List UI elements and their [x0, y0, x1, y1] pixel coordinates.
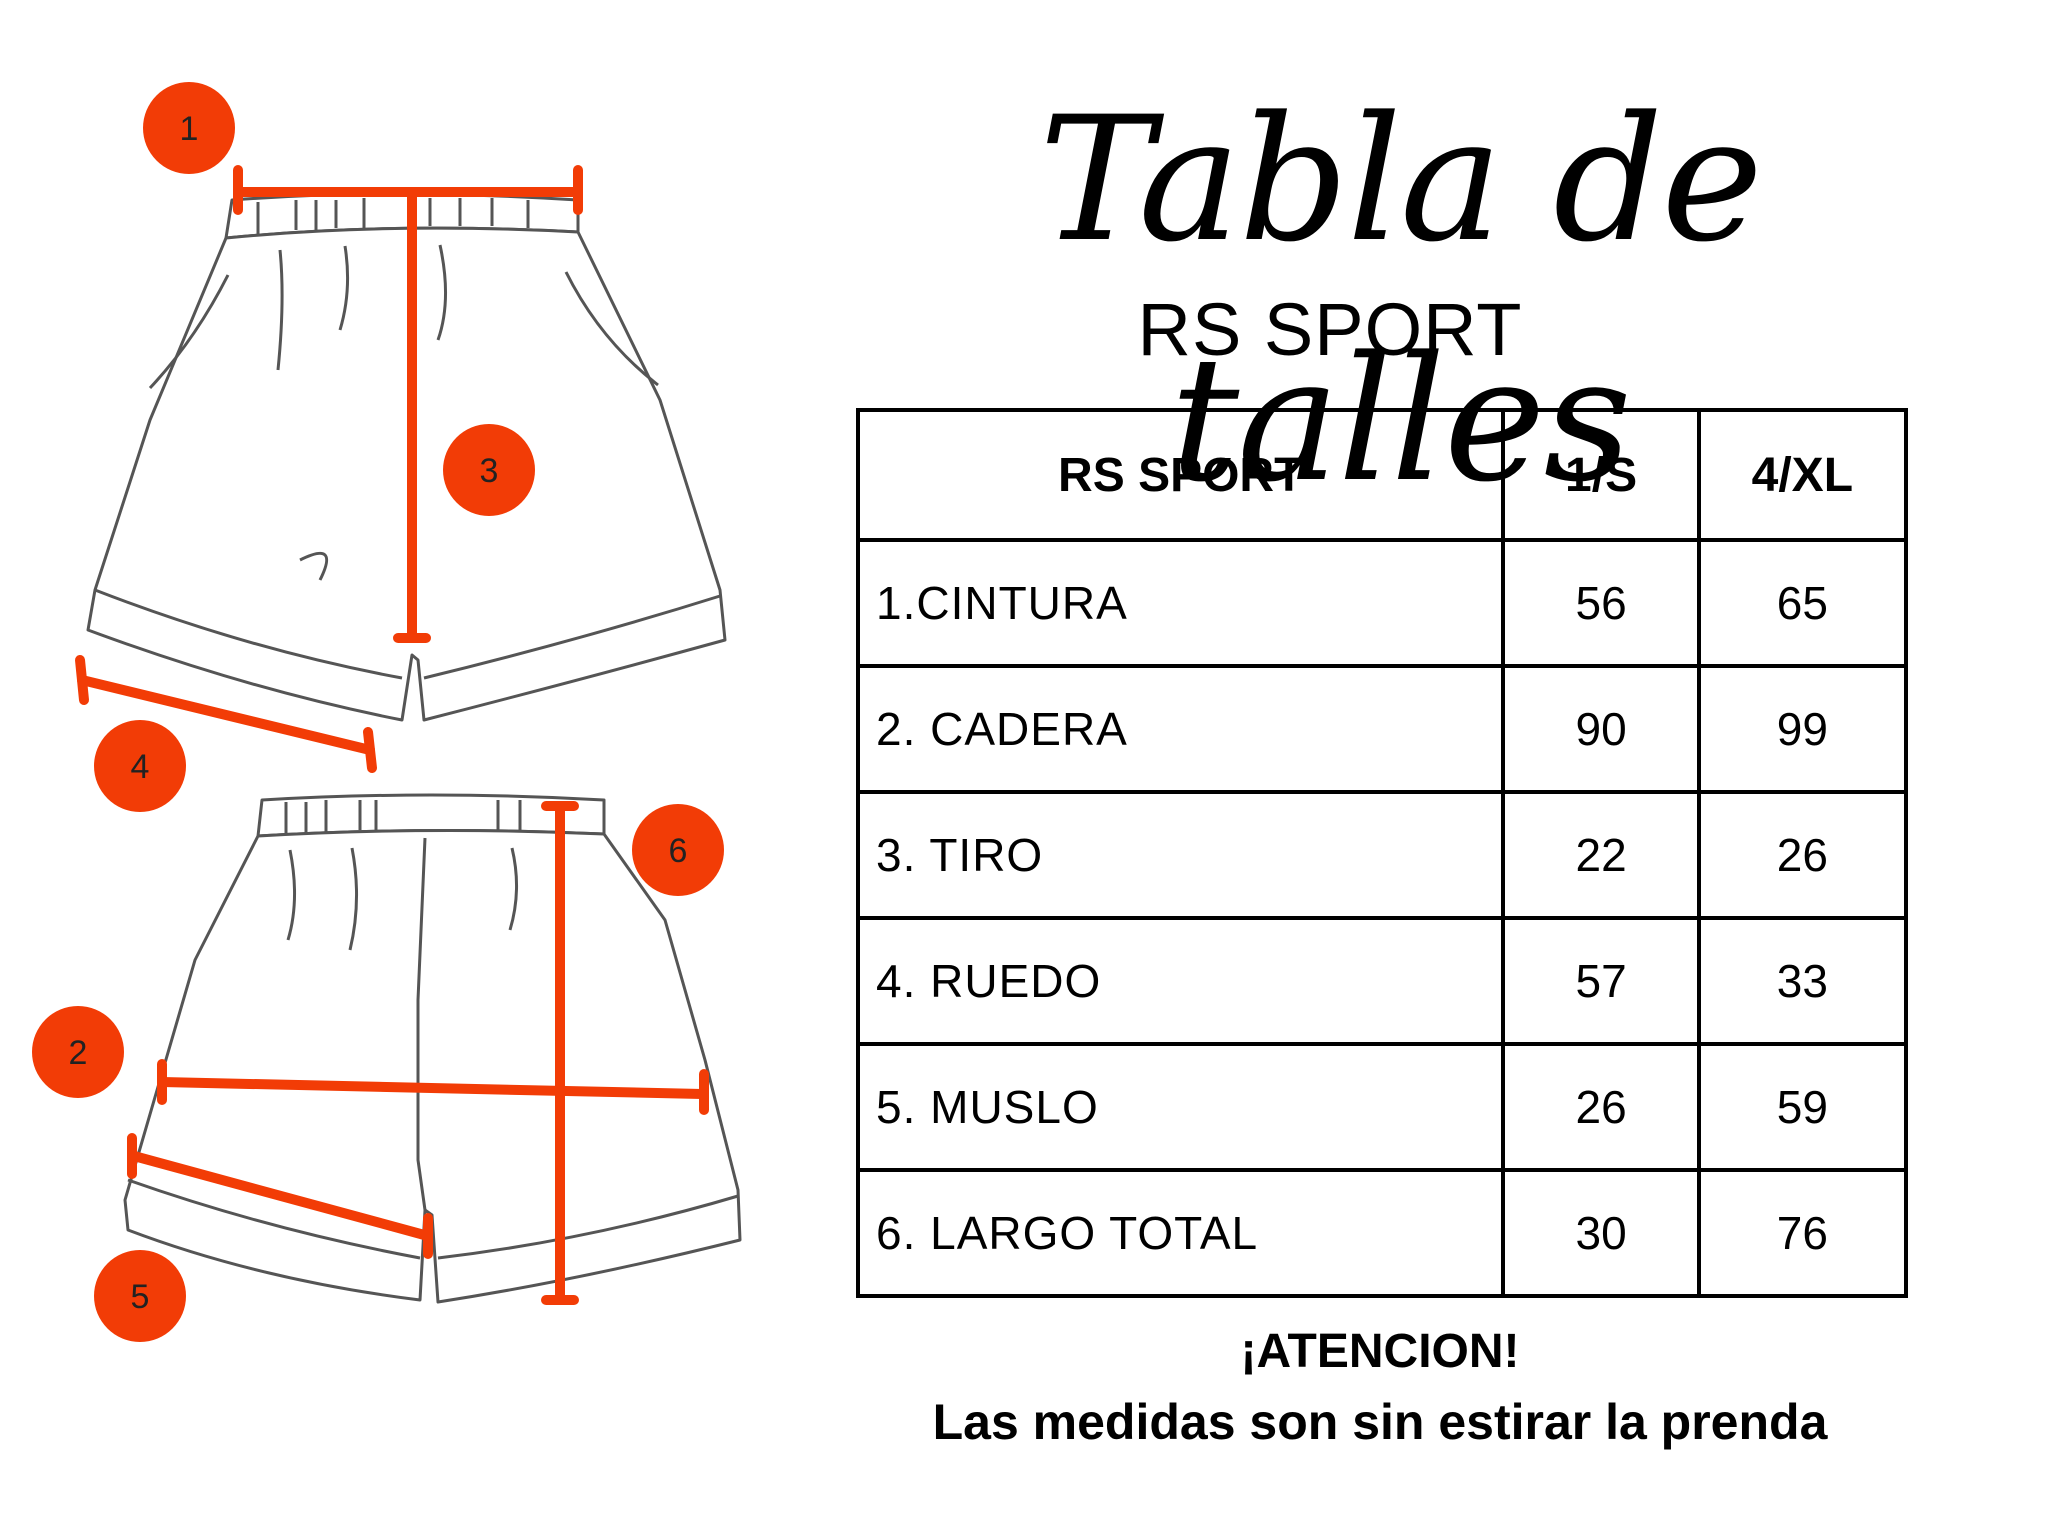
- table-row: 4. RUEDO 57 33: [855, 916, 1909, 1046]
- front-shorts-drawing: [86, 192, 727, 722]
- notice-text: Las medidas son sin estirar la prenda: [932, 1394, 1828, 1450]
- measure-label: 4. RUEDO: [855, 916, 1506, 1046]
- table-header-row: RS SPORT 1/S 4/XL: [855, 408, 1909, 542]
- table-header-size-s: 1/S: [1501, 408, 1701, 542]
- value-xl: 76: [1696, 1168, 1909, 1298]
- marker-4-badge: 4: [94, 720, 186, 812]
- measure-label: 5. MUSLO: [855, 1042, 1506, 1172]
- svg-text:3: 3: [480, 452, 499, 490]
- svg-text:1: 1: [180, 110, 199, 148]
- svg-text:6: 6: [669, 832, 688, 870]
- table-row: 2. CADERA 90 99: [855, 664, 1909, 794]
- measurement-lines: [75, 165, 709, 1305]
- marker-2-badge: 2: [32, 1006, 124, 1098]
- table-row: 3. TIRO 22 26: [855, 790, 1909, 920]
- measure-label: 2. CADERA: [855, 664, 1506, 794]
- measure-label: 6. LARGO TOTAL: [855, 1168, 1506, 1298]
- notice-heading: ¡ATENCION!: [1240, 1325, 1520, 1378]
- value-xl: 59: [1696, 1042, 1909, 1172]
- value-s: 90: [1501, 664, 1701, 794]
- measure-label: 1.CINTURA: [855, 538, 1506, 668]
- svg-text:4: 4: [131, 748, 150, 786]
- brand-subtitle: RS SPORT: [1137, 288, 1523, 371]
- value-xl: 33: [1696, 916, 1909, 1046]
- marker-badges: 1 3 4 6 2 5: [32, 82, 724, 1342]
- back-shorts-drawing: [123, 793, 742, 1304]
- marker-1-badge: 1: [143, 82, 235, 174]
- measure-label: 3. TIRO: [855, 790, 1506, 920]
- value-s: 57: [1501, 916, 1701, 1046]
- value-s: 26: [1501, 1042, 1701, 1172]
- size-table: RS SPORT 1/S 4/XL 1.CINTURA 56 65 2. CAD…: [855, 408, 1909, 1298]
- svg-text:2: 2: [69, 1034, 88, 1072]
- marker-6-badge: 6: [632, 804, 724, 896]
- table-row: 1.CINTURA 56 65: [855, 538, 1909, 668]
- value-xl: 65: [1696, 538, 1909, 668]
- value-s: 30: [1501, 1168, 1701, 1298]
- marker-5-badge: 5: [94, 1250, 186, 1342]
- marker-3-badge: 3: [443, 424, 535, 516]
- value-s: 56: [1501, 538, 1701, 668]
- svg-text:5: 5: [131, 1278, 150, 1316]
- table-header-size-xl: 4/XL: [1696, 408, 1909, 542]
- table-row: 6. LARGO TOTAL 30 76: [855, 1168, 1909, 1298]
- page-title: Tabla de talles: [1038, 79, 1763, 520]
- value-xl: 99: [1696, 664, 1909, 794]
- value-s: 22: [1501, 790, 1701, 920]
- notice-block: ¡ATENCION! Las medidas son sin estirar l…: [860, 1318, 1900, 1458]
- value-xl: 26: [1696, 790, 1909, 920]
- table-header-brand: RS SPORT: [855, 408, 1506, 542]
- shorts-illustration: 1 3 4 6 2 5: [0, 0, 960, 1536]
- table-row: 5. MUSLO 26 59: [855, 1042, 1909, 1172]
